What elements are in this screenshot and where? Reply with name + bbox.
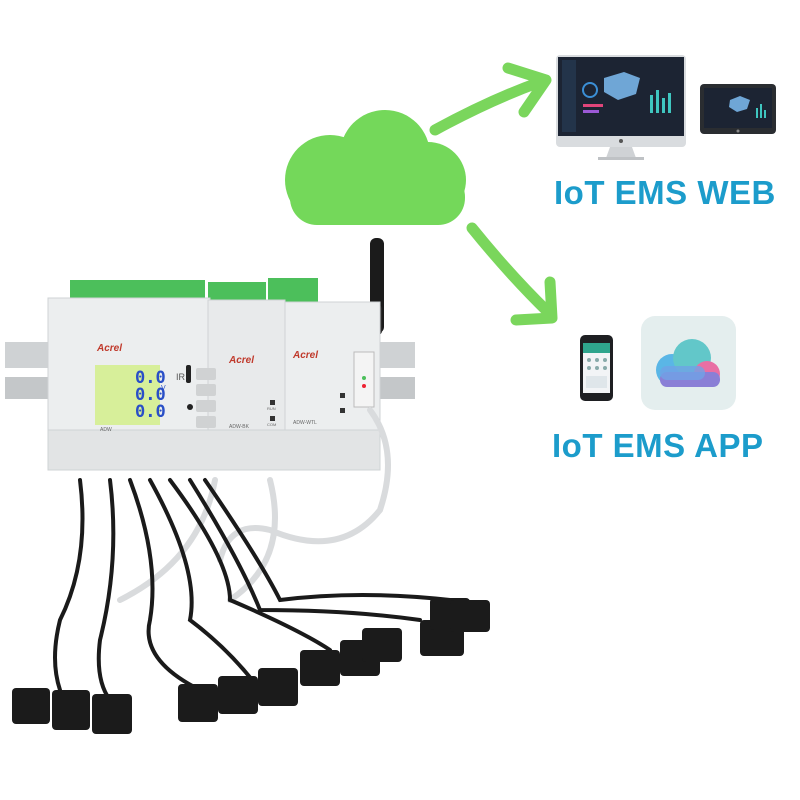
smartphone-icon: [580, 335, 613, 401]
cloud-icon: [285, 110, 466, 225]
indicator-com: COM: [267, 422, 277, 427]
brand-logo: Acrel: [293, 350, 319, 361]
module-label-adw: ADW: [100, 427, 112, 433]
lcd-display: 0.0 0.0 0.0: [135, 370, 166, 421]
iot-ems-web-label: IoT EMS WEB: [554, 174, 776, 211]
current-transformers: [12, 598, 490, 734]
module-label-adw-bk: ADW-BK: [229, 424, 249, 430]
lcd-reading-1: 0.0: [135, 368, 166, 388]
desktop-monitor-icon: [556, 55, 686, 160]
iot-ems-app-label: IoT EMS APP: [552, 427, 764, 464]
arrow-up-right-icon: [429, 62, 552, 136]
lcd-unit: V: [161, 385, 166, 392]
energy-meter-device: [47, 278, 381, 471]
brand-logo: Acrel: [97, 343, 123, 354]
ir-label: IR: [176, 372, 185, 382]
module-label-adw-wtl: ADW-WTL: [293, 420, 317, 426]
cloud-app-icon: [641, 316, 736, 410]
indicator-run: RUN: [267, 406, 276, 411]
cables: [53, 407, 452, 702]
arrow-down-right-icon: [466, 222, 558, 326]
brand-logo: Acrel: [229, 355, 255, 366]
lcd-reading-2: 0.0: [135, 385, 166, 405]
lcd-reading-3: 0.0: [135, 402, 166, 422]
tablet-icon: [700, 84, 776, 134]
